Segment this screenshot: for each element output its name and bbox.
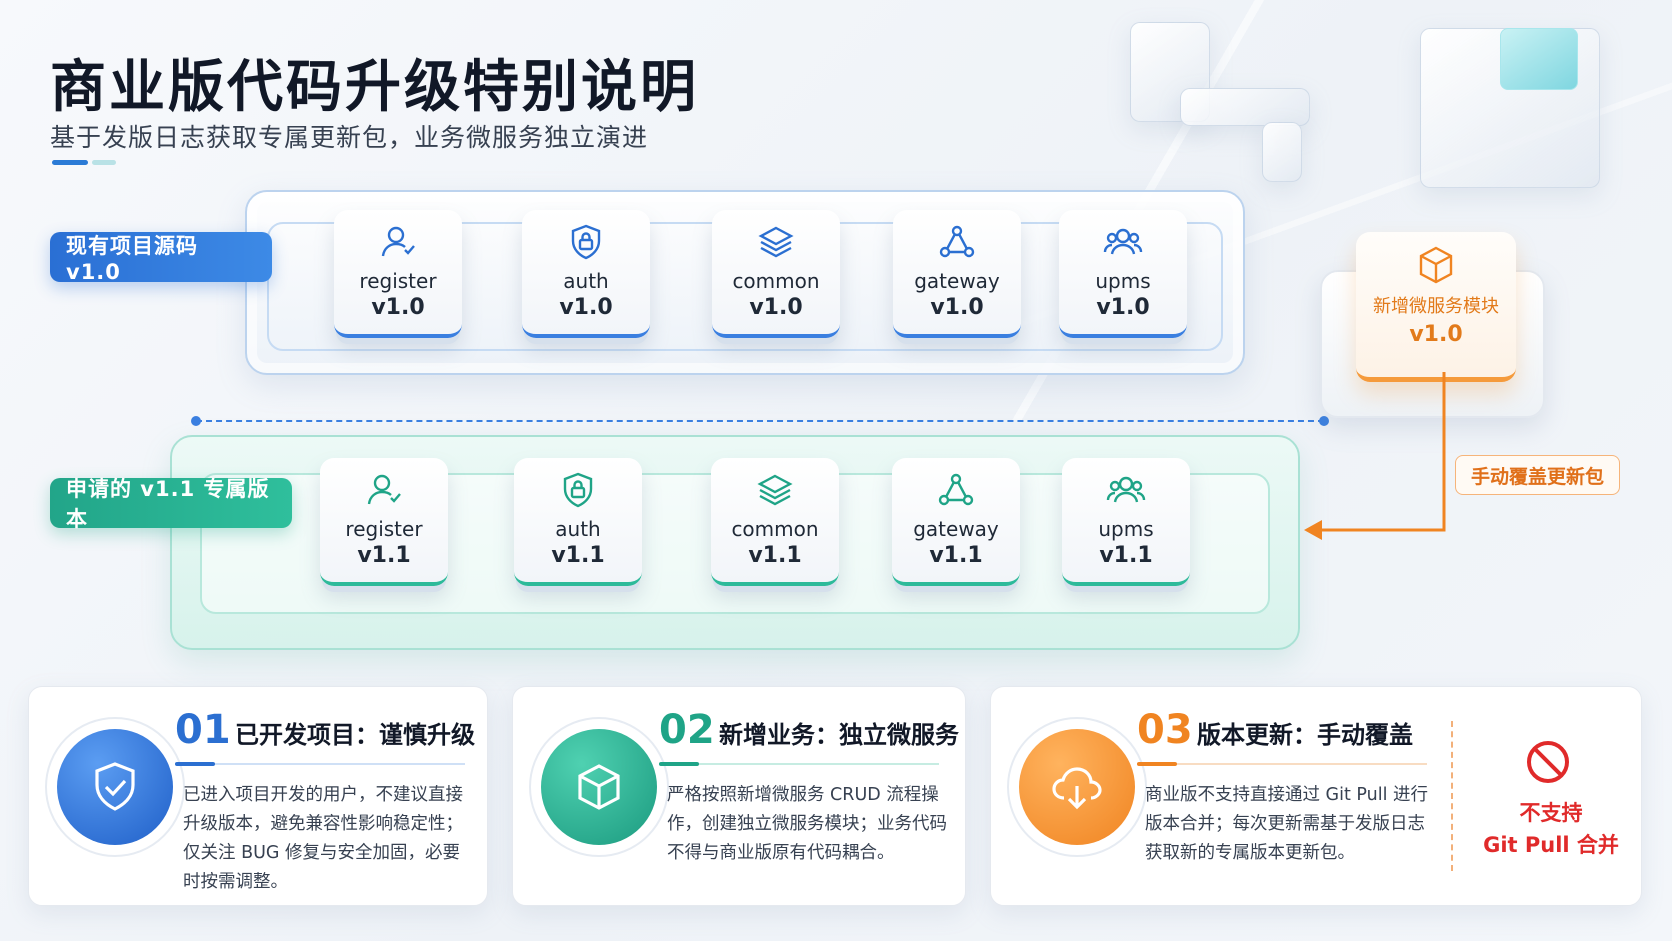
module-name: register — [359, 269, 437, 293]
separator-dashed-line — [196, 420, 1324, 422]
cube-icon — [1419, 246, 1453, 284]
module-version: v1.1 — [551, 543, 605, 568]
module-name: upms — [1095, 269, 1151, 293]
module-upms-v11: upms v1.1 — [1062, 458, 1190, 586]
card-badge — [1007, 717, 1147, 857]
module-version: v1.0 — [371, 295, 425, 320]
decorative-platform — [1420, 28, 1600, 188]
module-name: common — [732, 269, 820, 293]
users-icon — [1103, 228, 1143, 255]
card-description: 严格按照新增微服务 CRUD 流程操 作，创建独立微服务模块；业务代码 不得与商… — [667, 785, 947, 863]
user-icon — [367, 474, 401, 505]
note-card-1: 01 已开发项目：谨慎升级 已进入项目开发的用户，不建议直接 升级版本，避免兼容… — [28, 686, 488, 906]
module-auth-v10: auth v1.0 — [522, 210, 650, 338]
title-accent-bar — [52, 160, 88, 165]
card-title: 版本更新：手动覆盖 — [1197, 721, 1413, 749]
card-badge — [45, 717, 185, 857]
decorative-block — [1180, 88, 1310, 126]
card-description: 商业版不支持直接通过 Git Pull 进行 版本合并；每次更新需基于发版日志 … — [1145, 785, 1429, 863]
network-icon — [939, 225, 975, 258]
module-register-v11: register v1.1 — [320, 458, 448, 586]
layers-icon — [757, 474, 793, 506]
module-name: register — [345, 517, 423, 541]
note-card-2: 02 新增业务：独立微服务 严格按照新增微服务 CRUD 流程操 作，创建独立微… — [512, 686, 966, 906]
module-name: common — [731, 517, 819, 541]
card-divider — [175, 762, 465, 766]
module-name: upms — [1098, 517, 1154, 541]
new-module-name: 新增微服务模块 — [1373, 296, 1499, 317]
module-register-v10: register v1.0 — [334, 210, 462, 338]
card-title: 新增业务：独立微服务 — [719, 721, 959, 749]
page-title: 商业版代码升级特别说明 — [50, 55, 699, 120]
decorative-cube — [1500, 28, 1578, 90]
card-description: 已进入项目开发的用户，不建议直接 升级版本，避免兼容性影响稳定性； 仅关注 BU… — [183, 785, 463, 892]
applied-version-tag: 申请的 v1.1 专属版本 — [50, 477, 292, 531]
module-common-v10: common v1.0 — [712, 210, 840, 338]
module-gateway-v11: gateway v1.1 — [892, 458, 1020, 586]
new-module-card: 新增微服务模块 v1.0 — [1356, 232, 1516, 382]
card-divider — [659, 762, 939, 766]
shield-lock-icon — [571, 224, 601, 260]
network-icon — [938, 473, 974, 506]
card-divider — [1137, 762, 1427, 766]
card-number: 02 — [659, 707, 715, 753]
module-common-v11: common v1.1 — [711, 458, 839, 586]
module-version: v1.1 — [1099, 543, 1153, 568]
module-auth-v11: auth v1.1 — [514, 458, 642, 586]
current-version-tag: 现有项目源码 v1.0 — [50, 232, 272, 284]
decorative-block — [1262, 122, 1302, 182]
user-icon — [381, 226, 415, 257]
module-version: v1.0 — [559, 295, 613, 320]
module-name: auth — [555, 517, 601, 541]
note-card-3: 03 版本更新：手动覆盖 商业版不支持直接通过 Git Pull 进行 版本合并… — [990, 686, 1642, 906]
module-name: gateway — [914, 269, 1000, 293]
separator-dot — [191, 416, 201, 426]
manual-update-label: 手动覆盖更新包 — [1455, 455, 1620, 495]
prohibited-icon — [1527, 741, 1569, 783]
title-accent-bar — [92, 160, 116, 165]
decorative-block — [1130, 22, 1210, 122]
module-version: v1.0 — [749, 295, 803, 320]
users-icon — [1106, 476, 1146, 503]
shield-lock-icon — [563, 472, 593, 508]
not-supported-warning: 不支持 Git Pull 合并 — [1483, 801, 1619, 857]
module-name: auth — [563, 269, 609, 293]
module-name: gateway — [913, 517, 999, 541]
module-version: v1.1 — [748, 543, 802, 568]
card-number: 01 — [175, 707, 231, 753]
module-upms-v10: upms v1.0 — [1059, 210, 1187, 338]
module-version: v1.1 — [357, 543, 411, 568]
layers-icon — [758, 226, 794, 258]
module-gateway-v10: gateway v1.0 — [893, 210, 1021, 338]
manual-update-arrow — [1304, 372, 1446, 540]
card-number: 03 — [1137, 707, 1193, 753]
module-version: v1.1 — [929, 543, 983, 568]
module-version: v1.0 — [1096, 295, 1150, 320]
new-module-version: v1.0 — [1409, 322, 1463, 347]
card-separator — [1451, 721, 1453, 871]
card-badge — [529, 717, 669, 857]
separator-dot — [1319, 416, 1329, 426]
module-version: v1.0 — [930, 295, 984, 320]
page-subtitle: 基于发版日志获取专属更新包，业务微服务独立演进 — [50, 123, 649, 152]
card-title: 已开发项目：谨慎升级 — [235, 721, 475, 749]
